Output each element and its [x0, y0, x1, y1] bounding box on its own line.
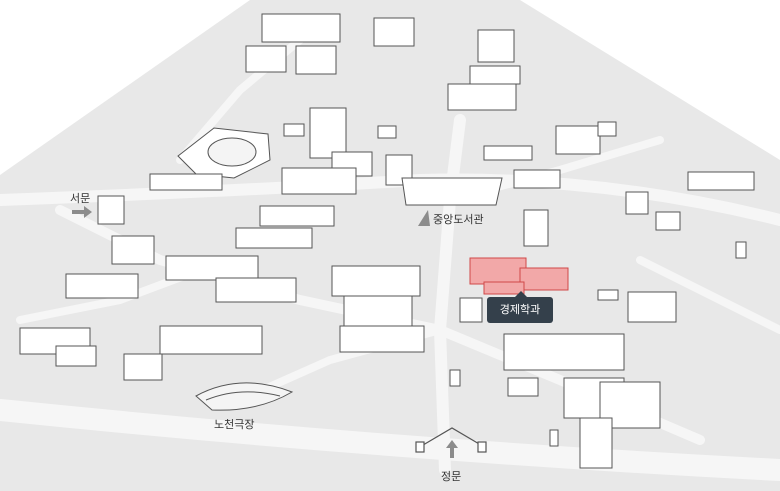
stadium — [149, 127, 271, 191]
main-gate-structure — [415, 427, 487, 453]
building-center-west-a — [281, 107, 373, 195]
buildings — [19, 13, 755, 469]
central-library-label: 중앙도서관 — [433, 213, 484, 226]
economics-department-tooltip: 경제학과 — [487, 291, 553, 323]
building-east-b — [625, 171, 755, 259]
building-small-a — [283, 123, 305, 137]
open-air-theater-shape — [195, 382, 294, 411]
arrow-up-icon — [446, 440, 458, 458]
building-small-b — [449, 369, 461, 387]
building-small-c — [549, 429, 559, 447]
building-north-dorm — [447, 29, 521, 111]
main-gate-label: 정문 — [441, 470, 462, 483]
west-gate-label: 서문 — [70, 192, 91, 205]
building-central-a — [331, 265, 425, 353]
building-south-west-b — [159, 325, 263, 355]
building-central-west-cluster — [165, 205, 335, 303]
building-south-central — [459, 297, 661, 469]
building-east-a — [483, 121, 617, 247]
building-south-west-a — [19, 327, 97, 367]
building-north-cluster-a — [245, 13, 341, 75]
building-south-west-c — [123, 353, 163, 381]
building-north-b — [373, 17, 415, 47]
arrow-right-icon — [72, 206, 92, 218]
economics-building-highlight[interactable] — [469, 257, 569, 295]
library-building — [377, 125, 503, 206]
building-west-gate — [97, 195, 125, 225]
building-east-c — [597, 289, 677, 323]
open-air-theater-label: 노천극장 — [214, 418, 255, 431]
building-west-a — [65, 235, 155, 299]
library-marker-icon — [418, 210, 430, 226]
